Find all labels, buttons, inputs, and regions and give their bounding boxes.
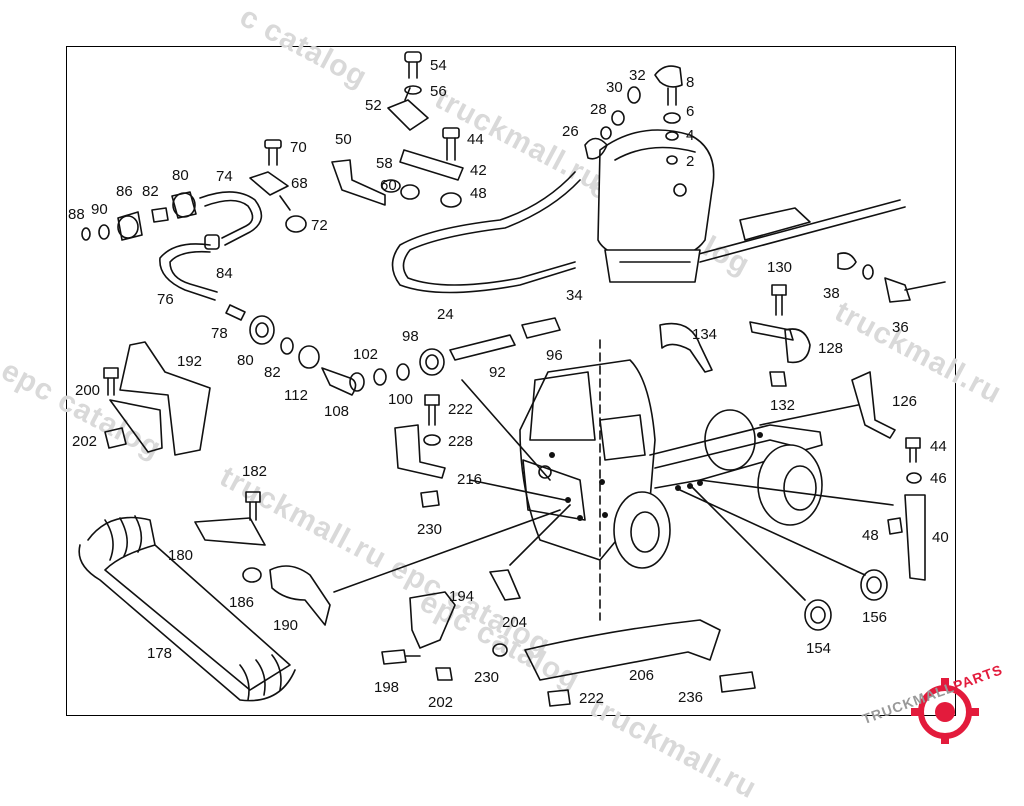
callout-label: 200 xyxy=(75,382,101,399)
callout-label: 44 xyxy=(930,438,947,455)
bracket-icon xyxy=(381,479,756,707)
callout-label: 206 xyxy=(629,667,655,684)
callout-label: 198 xyxy=(374,679,400,696)
callout-label: 222 xyxy=(579,690,605,707)
callout-label: 28 xyxy=(590,101,607,118)
callout-label: 4 xyxy=(686,127,695,144)
callout-label: 26 xyxy=(562,123,579,140)
callout-label: 132 xyxy=(770,397,796,414)
callout-label: 56 xyxy=(430,83,447,100)
callout-label: 112 xyxy=(284,387,308,404)
callout-label: 54 xyxy=(430,57,447,74)
callout-label: 216 xyxy=(457,471,483,488)
callout-label: 156 xyxy=(862,609,888,626)
callout-label: 42 xyxy=(470,162,487,179)
callout-label: 30 xyxy=(606,79,623,96)
exploded-parts-drawing xyxy=(78,51,946,707)
callout-label: 190 xyxy=(273,617,299,634)
callout-label: 194 xyxy=(449,588,475,605)
callout-label: 40 xyxy=(932,529,949,546)
pipe-icon xyxy=(225,304,561,396)
bracket-icon xyxy=(103,341,211,456)
callout-label: 178 xyxy=(147,645,173,662)
hose-icon xyxy=(78,491,561,702)
callout-label: 82 xyxy=(264,364,281,381)
callout-label: 74 xyxy=(216,168,233,185)
callout-label: 34 xyxy=(566,287,583,304)
callout-label: 236 xyxy=(678,689,704,706)
callout-label: 228 xyxy=(448,433,474,450)
logo-gear-icon xyxy=(911,678,979,744)
callout-label: 78 xyxy=(211,325,228,342)
callout-label: 82 xyxy=(142,183,159,200)
callout-label: 38 xyxy=(823,285,840,302)
callout-label: 96 xyxy=(546,347,563,364)
callout-label: 92 xyxy=(489,364,506,381)
callout-label: 52 xyxy=(365,97,382,114)
nut-icon xyxy=(81,191,197,241)
callout-dots xyxy=(549,432,763,521)
callout-label: 230 xyxy=(417,521,443,538)
callout-label: 126 xyxy=(892,393,918,410)
callout-label: 88 xyxy=(68,206,85,223)
callout-label: 230 xyxy=(474,669,500,686)
hose-icon xyxy=(159,191,263,301)
callout-label: 80 xyxy=(172,167,189,184)
bolt-icon xyxy=(249,51,683,233)
callout-label: 72 xyxy=(311,217,328,234)
callout-label: 182 xyxy=(242,463,268,480)
callout-label: 6 xyxy=(686,103,695,120)
callout-label: 192 xyxy=(177,353,203,370)
callout-label: 68 xyxy=(291,175,308,192)
callout-label: 222 xyxy=(448,401,474,418)
callout-label: 86 xyxy=(116,183,133,200)
pipe-icon xyxy=(694,199,946,291)
callout-label: 8 xyxy=(686,74,695,91)
clamp-icon xyxy=(659,252,926,631)
callout-label: 204 xyxy=(502,614,528,631)
callout-label: 24 xyxy=(437,306,454,323)
cab-chassis-illustration xyxy=(461,339,823,621)
bracket-icon xyxy=(394,394,446,508)
callout-label: 180 xyxy=(168,547,194,564)
callout-label: 48 xyxy=(862,527,879,544)
compressor-icon xyxy=(597,129,811,283)
callout-label: 70 xyxy=(290,139,307,156)
callout-label: 84 xyxy=(216,265,233,282)
callout-label: 100 xyxy=(388,391,414,408)
callout-label: 60 xyxy=(380,177,397,194)
callout-label: 108 xyxy=(324,403,350,420)
callout-label: 202 xyxy=(428,694,454,711)
pipe-icon xyxy=(391,171,581,294)
callout-label: 98 xyxy=(402,328,419,345)
callout-label: 58 xyxy=(376,155,393,172)
callout-label: 76 xyxy=(157,291,174,308)
callout-label: 102 xyxy=(353,346,379,363)
callout-label: 50 xyxy=(335,131,352,148)
callout-label: 44 xyxy=(467,131,484,148)
callout-label: 134 xyxy=(692,326,718,343)
callout-label: 80 xyxy=(237,352,254,369)
callout-label: 202 xyxy=(72,433,98,450)
callout-label: 36 xyxy=(892,319,909,336)
callout-label: 2 xyxy=(686,153,695,170)
callout-label: 90 xyxy=(91,201,108,218)
callout-label: 46 xyxy=(930,470,947,487)
callout-label: 48 xyxy=(470,185,487,202)
diagram-frame xyxy=(66,46,956,716)
callout-label: 32 xyxy=(629,67,646,84)
callout-label: 186 xyxy=(229,594,255,611)
callout-label: 130 xyxy=(767,259,793,276)
callout-label: 154 xyxy=(806,640,832,657)
callout-label: 128 xyxy=(818,340,844,357)
